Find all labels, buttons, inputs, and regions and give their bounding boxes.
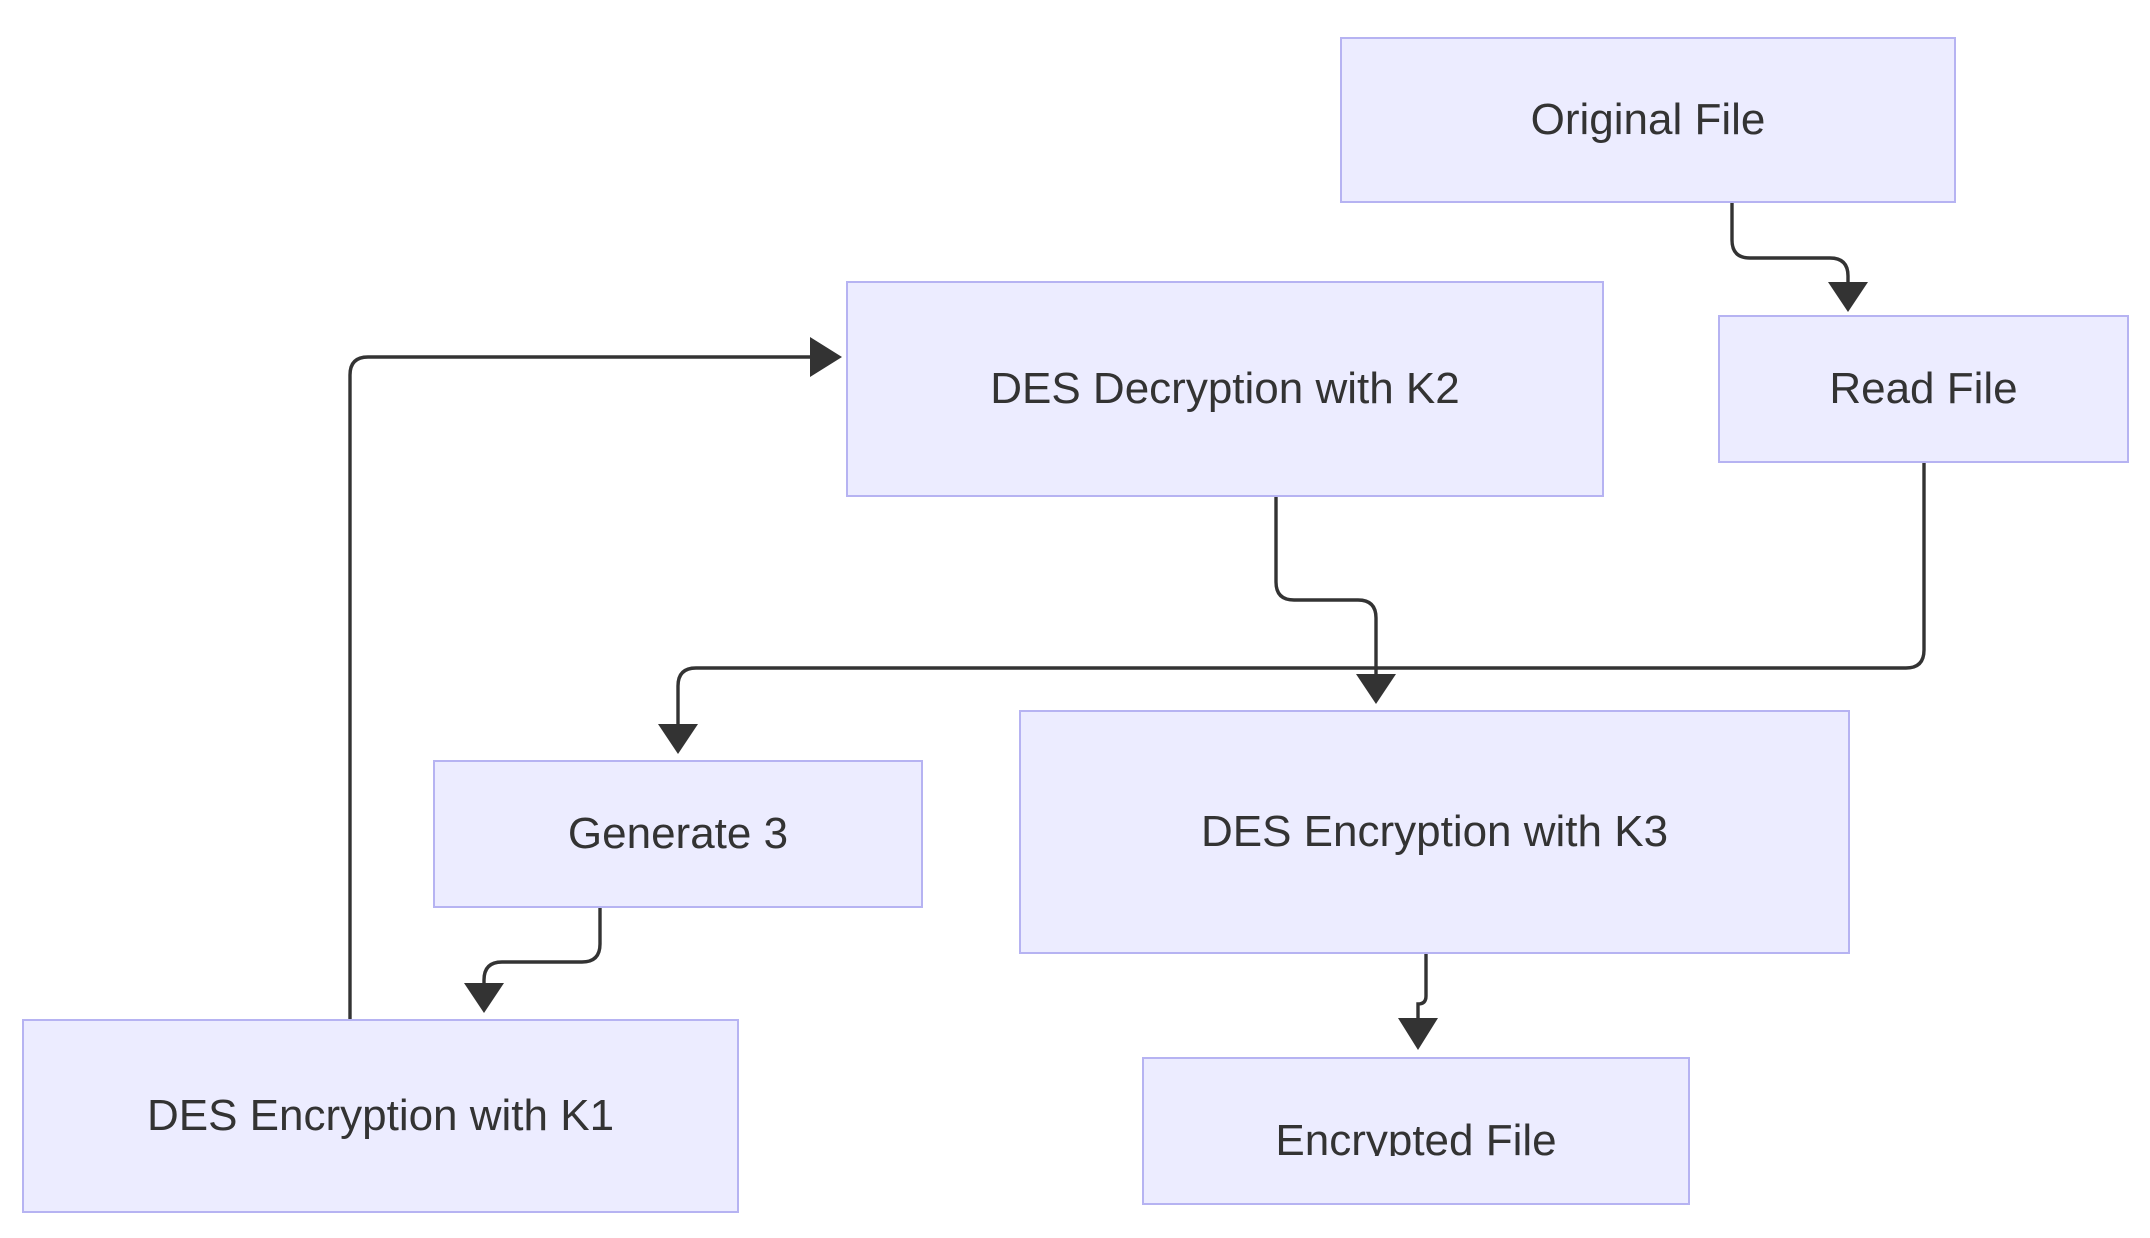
node-label: Encrypted File	[1275, 1116, 1557, 1156]
node-read-file: Read File	[1718, 315, 2129, 463]
node-label: Generate 3	[567, 808, 789, 858]
edge-k2-to-k3	[1274, 497, 1396, 704]
edge-k3-to-encrypted	[1398, 954, 1438, 1050]
node-des-encryption-k1: DES Encryption with K1	[22, 1019, 739, 1213]
node-label: Original File	[1530, 94, 1766, 144]
node-generate-3: Generate 3	[433, 760, 923, 908]
node-label: DES Encryption with K3	[1200, 806, 1669, 856]
node-des-decryption-k2: DES Decryption with K2	[846, 281, 1604, 497]
node-des-encryption-k3: DES Encryption with K3	[1019, 710, 1850, 954]
edge-k1-to-k2	[348, 337, 842, 1019]
node-encrypted-file: Encrypted File	[1142, 1057, 1690, 1205]
edge-read-to-generate	[658, 463, 1926, 754]
node-original-file: Original File	[1340, 37, 1956, 203]
node-label: DES Decryption with K2	[990, 363, 1460, 413]
edge-generate-to-k1	[464, 908, 602, 1013]
node-label: DES Encryption with K1	[146, 1090, 615, 1140]
node-label: Read File	[1829, 363, 2018, 413]
edge-original-to-read	[1730, 203, 1868, 312]
